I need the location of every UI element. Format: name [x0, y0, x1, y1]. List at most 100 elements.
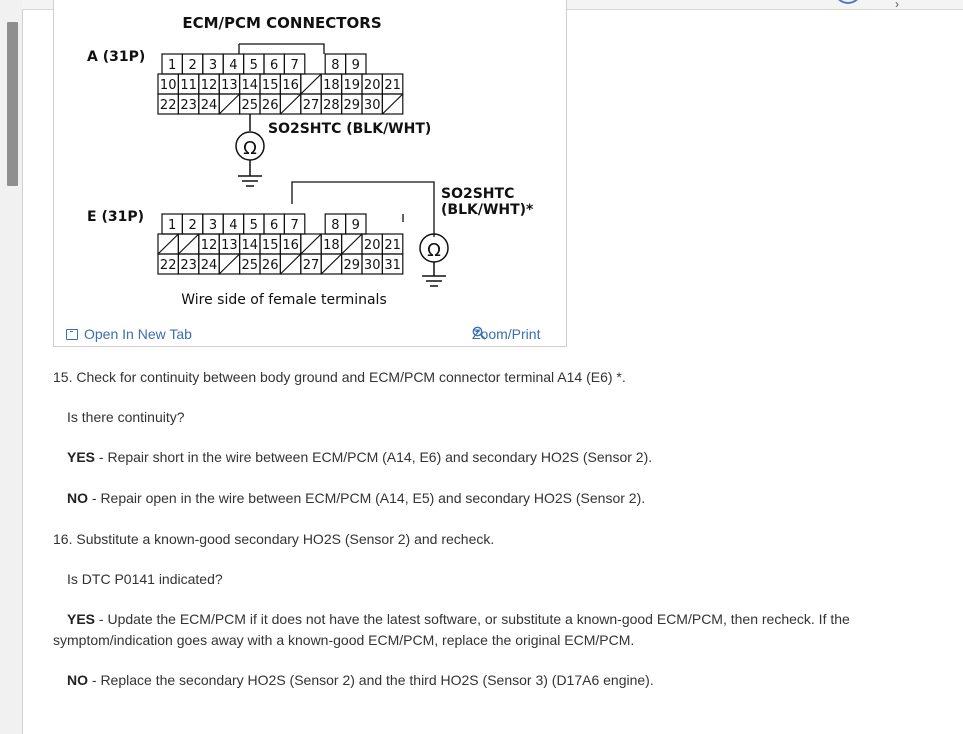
step-16-yes-cont: symptom/indication goes away with a know… [53, 632, 635, 648]
scrollbar-thumb[interactable] [7, 22, 18, 186]
connector-a-pin-label: 21 [384, 78, 401, 93]
connector-a-pin-label: 18 [323, 78, 340, 93]
connector-a-pin-label: 26 [262, 98, 279, 113]
zoom-print-link[interactable]: Zoom/Print [472, 326, 540, 342]
connector-a-pin-label: 27 [303, 98, 320, 113]
wire-label-a: SO2SHTC (BLK/WHT) [268, 121, 431, 137]
connector-a-pin-label: 28 [323, 98, 340, 113]
zoom-print-label: Zoom/Print [472, 326, 541, 342]
step-16-question: Is DTC P0141 indicated? [67, 571, 223, 587]
connector-a-pin-label: 10 [160, 78, 177, 93]
account-icon[interactable] [834, 0, 862, 4]
connector-a-pin-label: 6 [270, 58, 278, 73]
connector-e-pin-label: 1 [168, 218, 176, 233]
connector-a-blank-slash [218, 93, 241, 115]
connector-a-pin-label: 3 [209, 58, 217, 73]
connector-a-pin-label: 30 [364, 98, 381, 113]
connector-e-pin-label: 9 [352, 218, 360, 233]
diagram-title: ECM/PCM CONNECTORS [182, 14, 381, 32]
connector-a-pin-label: 12 [201, 78, 218, 93]
connector-a-pin-label: 14 [242, 78, 259, 93]
connector-e-pin-label: 30 [364, 258, 381, 273]
connector-a-pin-label: 8 [331, 58, 339, 73]
ohmmeter-a-symbol: Ω [243, 138, 257, 159]
step-15-yes: YES - Repair short in the wire between E… [67, 449, 652, 465]
connector-a-pin-label: 13 [221, 78, 238, 93]
step-16-no-text: - Replace the secondary HO2S (Sensor 2) … [88, 672, 654, 688]
left-scrollbar-track[interactable] [0, 0, 23, 734]
connector-e-pin-label: 8 [331, 218, 339, 233]
step-15-question: Is there continuity? [67, 409, 185, 425]
connector-e-pin-label: 14 [242, 238, 259, 253]
connector-e-blank-slash [157, 233, 179, 255]
zoom-icon [472, 326, 486, 340]
yes-key: YES [67, 449, 96, 465]
step-16: 16. Substitute a known-good secondary HO… [53, 531, 495, 547]
connector-a-pin-label: 7 [290, 58, 298, 73]
connector-a-pin-label: 24 [201, 98, 218, 113]
connector-a-blank-slash [279, 93, 302, 115]
connector-a-pin-label: 16 [282, 78, 299, 93]
connector-e-pin-label: 13 [221, 238, 238, 253]
connector-e-blank-slash [177, 233, 200, 255]
connector-a-cell [381, 93, 404, 115]
step-15-yes-text: - Repair short in the wire between ECM/P… [95, 449, 653, 465]
figure-card-footer: Open In New Tab Zoom/Print [54, 318, 566, 346]
connector-e-pin-label: 29 [344, 258, 361, 273]
connector-e-pin-label: 5 [250, 218, 258, 233]
diagram-caption: Wire side of female terminals [181, 292, 387, 308]
connector-e-cell [381, 253, 404, 275]
connector-e-pin-label: 18 [323, 238, 340, 253]
connector-e-pin-label: 21 [384, 238, 401, 253]
connector-e-pin-label: 31 [384, 258, 401, 273]
connector-a-pin-label: 19 [344, 78, 361, 93]
connector-e-pin-label: 12 [201, 238, 218, 253]
connector-a-pin-label: 9 [352, 58, 360, 73]
step-16-no: NO - Replace the secondary HO2S (Sensor … [67, 672, 654, 688]
step-15-no: NO - Repair open in the wire between ECM… [67, 490, 645, 506]
connector-a-pin-label: 20 [364, 78, 381, 93]
step-16-yes-text: - Update the ECM/PCM if it does not have… [95, 611, 850, 627]
connector-e-pin-label: 25 [242, 258, 259, 273]
connector-e-blank-slash [300, 233, 322, 255]
connector-a-blank-slash [381, 93, 404, 115]
connector-a-housing [239, 43, 325, 54]
connector-a-pin-label: 22 [160, 98, 177, 113]
connector-a-pin-label: 5 [250, 58, 258, 73]
connector-a-blank-slash [300, 73, 322, 95]
new-tab-icon [66, 329, 78, 340]
connector-e-pin-label: 7 [290, 218, 298, 233]
connector-a-pin-label: 29 [344, 98, 361, 113]
connector-a-label: A (31P) [87, 49, 145, 65]
step-15-no-text: - Repair open in the wire between ECM/PC… [88, 490, 646, 506]
no-key: NO [67, 490, 88, 506]
connector-e-blank-slash [341, 233, 363, 255]
step-16-yes: YES - Update the ECM/PCM if it does not … [67, 611, 850, 627]
connector-a-pin-label: 11 [180, 78, 197, 93]
connector-e-pin-label: 6 [270, 218, 278, 233]
no-key: NO [67, 672, 88, 688]
connector-e-pin-label: 26 [262, 258, 279, 273]
ohmmeter-e-symbol: Ω [427, 240, 441, 261]
connector-a-pin-label: 15 [262, 78, 279, 93]
step-15: 15. Check for continuity between body gr… [53, 369, 626, 385]
connector-e-pin-label: 24 [201, 258, 218, 273]
connector-a-pin-label: 1 [168, 58, 176, 73]
connector-e-blank-slash [218, 253, 241, 275]
open-in-new-tab-link[interactable]: Open In New Tab [66, 326, 192, 342]
connector-e-pin-label: 4 [229, 218, 237, 233]
connector-e-pin-label: 15 [262, 238, 279, 253]
connector-e-pin-label: 27 [303, 258, 320, 273]
wire-label-e-line1: SO2SHTC [441, 186, 514, 202]
menu-icon[interactable]: › [895, 0, 899, 11]
yes-key: YES [67, 611, 96, 627]
connector-a-pin-label: 2 [188, 58, 196, 73]
connector-e-pin-label: 16 [282, 238, 299, 253]
connector-e-pin-label: 23 [180, 258, 197, 273]
connector-e-housing [291, 181, 435, 235]
connector-e-label: E (31P) [87, 209, 144, 225]
